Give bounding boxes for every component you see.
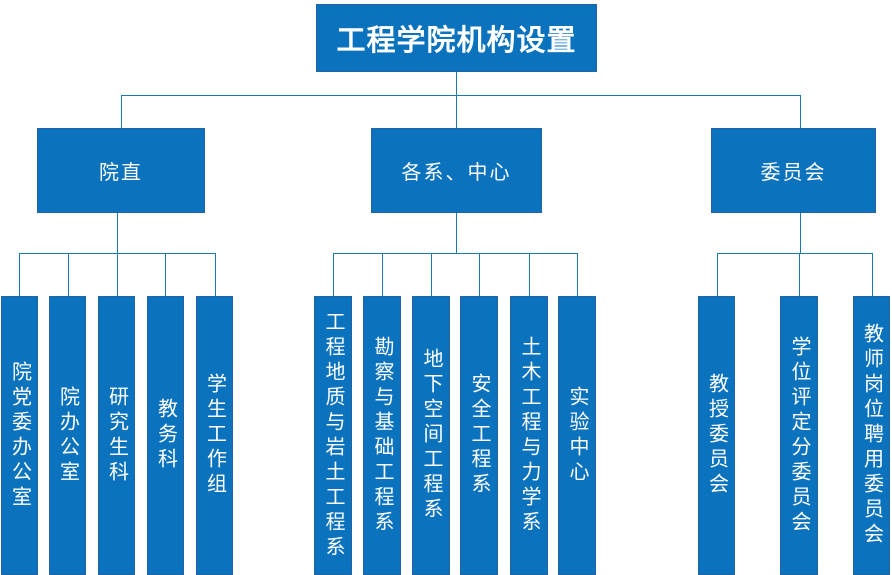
org-leaf-label: 研究生科 xyxy=(105,385,128,486)
org-branch-box: 各系、中心 xyxy=(371,128,542,213)
connector-line xyxy=(479,253,480,296)
connector-line xyxy=(333,253,334,296)
org-leaf-label: 安全工程系 xyxy=(468,373,490,498)
org-leaf-label: 院党委办公室 xyxy=(8,360,31,511)
connector-line xyxy=(215,253,216,296)
org-leaf-label: 教师岗位聘用委员会 xyxy=(860,323,883,548)
connector-line xyxy=(799,253,800,296)
connector-line xyxy=(872,253,873,296)
connector-line xyxy=(117,213,118,253)
connector-line xyxy=(117,253,118,296)
org-leaf-label: 地下空间工程系 xyxy=(420,348,442,523)
org-leaf-label: 教授委员会 xyxy=(705,373,728,498)
connector-line xyxy=(529,253,530,296)
connector-line xyxy=(333,253,578,254)
connector-line xyxy=(382,253,383,296)
connector-line xyxy=(121,95,122,128)
org-branch-box: 委员会 xyxy=(711,128,876,213)
org-leaf-label: 学位评定分委员会 xyxy=(788,335,810,536)
connector-line xyxy=(68,253,69,296)
connector-line xyxy=(800,213,801,253)
connector-line xyxy=(121,95,801,96)
org-leaf-box: 实验中心 xyxy=(558,296,596,575)
org-leaf-label: 院办公室 xyxy=(56,385,79,486)
org-leaf-box: 勘察与基础工程系 xyxy=(363,296,401,575)
org-leaf-box: 教师岗位聘用委员会 xyxy=(853,296,890,575)
connector-line xyxy=(717,253,718,296)
org-leaf-box: 研究生科 xyxy=(98,296,135,575)
org-leaf-box: 教授委员会 xyxy=(698,296,735,575)
connector-line xyxy=(431,253,432,296)
connector-line xyxy=(456,72,457,95)
org-leaf-box: 地下空间工程系 xyxy=(412,296,450,575)
org-leaf-label: 土木工程与力学系 xyxy=(518,335,540,536)
org-leaf-box: 安全工程系 xyxy=(460,296,498,575)
connector-line xyxy=(165,253,166,296)
org-leaf-box: 土木工程与力学系 xyxy=(510,296,548,575)
connector-line xyxy=(456,95,457,128)
org-branch-box: 院直 xyxy=(37,128,205,213)
org-root-box: 工程学院机构设置 xyxy=(316,4,597,72)
org-leaf-box: 教务科 xyxy=(147,296,184,575)
org-leaf-box: 学生工作组 xyxy=(196,296,233,575)
org-leaf-label: 勘察与基础工程系 xyxy=(371,335,393,536)
connector-line xyxy=(19,253,20,296)
connector-line xyxy=(577,253,578,296)
connector-line xyxy=(456,213,457,253)
connector-line xyxy=(800,95,801,128)
org-leaf-box: 院党委办公室 xyxy=(1,296,38,575)
org-leaf-box: 院办公室 xyxy=(49,296,86,575)
org-leaf-box: 学位评定分委员会 xyxy=(780,296,818,575)
org-leaf-label: 教务科 xyxy=(154,398,177,473)
org-leaf-label: 学生工作组 xyxy=(203,373,226,498)
connector-line xyxy=(717,253,873,254)
org-leaf-box: 工程地质与岩土工程系 xyxy=(314,296,352,575)
org-leaf-label: 工程地质与岩土工程系 xyxy=(322,310,344,561)
org-leaf-label: 实验中心 xyxy=(566,385,588,486)
